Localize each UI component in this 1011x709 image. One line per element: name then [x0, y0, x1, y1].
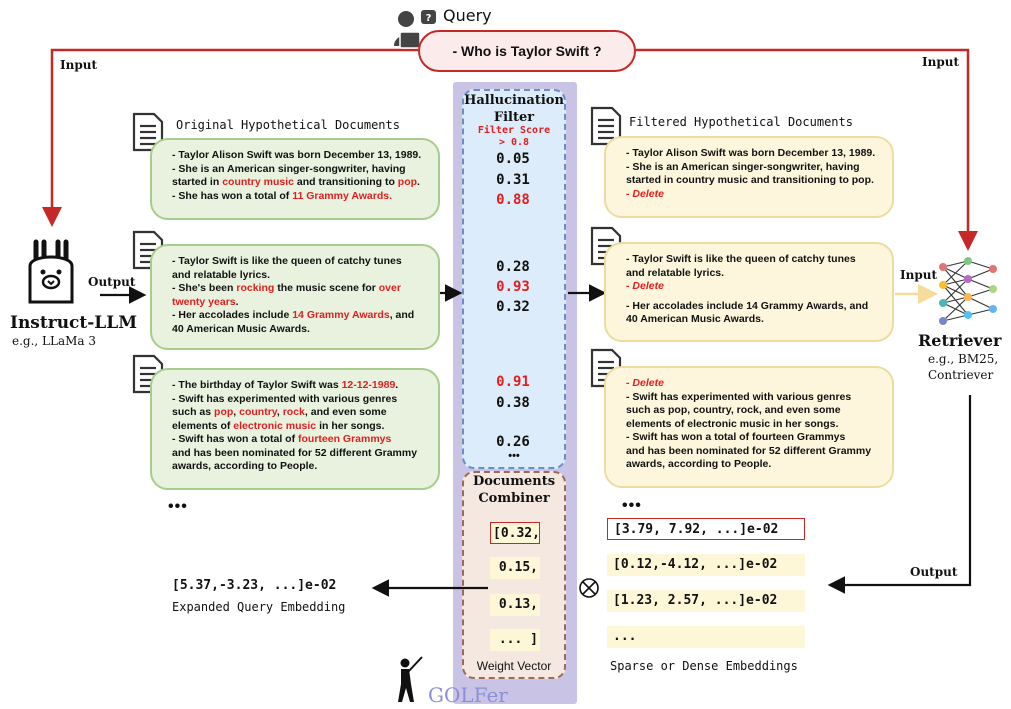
weight-value-4: ... ] — [490, 629, 540, 651]
combiner-title-line1: Documents — [472, 474, 556, 489]
filtered-doc-3: - Delete - Swift has experimented with v… — [604, 366, 894, 488]
filter-more: ••• — [508, 450, 520, 462]
filtered-doc-1: - Taylor Alison Swift was born December … — [604, 136, 894, 218]
llm-output-label: Output — [88, 275, 136, 289]
svg-text:?: ? — [426, 13, 432, 24]
brand-name: GOLFer — [428, 683, 508, 707]
filter-score-doc3-3: 0.26 — [496, 434, 530, 450]
combiner-title-line2: Combiner — [478, 491, 550, 506]
embedding-4: ... — [607, 626, 805, 648]
original-doc-2: - Taylor Swift is like the queen of catc… — [150, 244, 440, 350]
filter-score-doc2-1: 0.28 — [496, 259, 530, 275]
filter-score-doc1-3: 0.88 — [496, 192, 530, 208]
original-docs-more: ••• — [168, 498, 188, 515]
llm-name: Instruct-LLM — [10, 313, 138, 333]
retriever-name: Retriever — [918, 331, 1002, 350]
filtered-docs-title: Filtered Hypothetical Documents — [629, 115, 853, 129]
retriever-example-2: Contriever — [928, 368, 994, 382]
expanded-query-caption: Expanded Query Embedding — [172, 600, 346, 614]
filter-score-threshold: > 0.8 — [498, 137, 530, 148]
golfer-icon — [398, 656, 423, 702]
embeddings-caption: Sparse or Dense Embeddings — [610, 659, 798, 673]
filtered-doc-2: - Taylor Swift is like the queen of catc… — [604, 242, 894, 342]
filter-score-doc2-2: 0.93 — [496, 279, 530, 295]
weight-value-2: 0.15, — [490, 557, 540, 579]
retriever-output-arrow — [827, 395, 972, 594]
weight-value-3: 0.13, — [490, 594, 540, 616]
filtered-docs-more: ••• — [622, 497, 642, 514]
embedding-1: [3.79, 7.92, ...]e-02 — [607, 518, 805, 540]
weight-value-1: [0.32, — [490, 522, 540, 544]
filter-score-doc1-2: 0.31 — [496, 172, 530, 188]
embedding-2: [0.12,-4.12, ...]e-02 — [607, 554, 805, 576]
original-doc-1: - Taylor Alison Swift was born December … — [150, 138, 440, 220]
filter-title-line1: Hallucination — [464, 93, 564, 108]
otimes-icon — [579, 578, 599, 598]
filter-title-line2: Filter — [493, 110, 535, 125]
retriever-output-label: Output — [910, 565, 958, 579]
user-question-icon: ? — [394, 10, 436, 49]
original-doc-3: - The birthday of Taylor Swift was 12-12… — [150, 368, 440, 490]
weight-vector-label: Weight Vector — [476, 659, 552, 673]
query-text: - Who is Taylor Swift ? — [452, 43, 602, 59]
input-label-right: Input — [922, 55, 959, 69]
filter-score-doc1-1: 0.05 — [496, 151, 530, 167]
query-label: Query — [443, 6, 492, 25]
expanded-query-vector: [5.37,-3.23, ...]e-02 — [172, 578, 337, 593]
input-label-left: Input — [60, 58, 97, 72]
retriever-input-label: Input — [900, 268, 937, 282]
llm-example: e.g., LLaMa 3 — [12, 334, 97, 348]
document-icon — [590, 106, 622, 146]
original-docs-title: Original Hypothetical Documents — [176, 118, 400, 132]
filter-score-label: Filter Score — [477, 125, 551, 136]
hallucination-filter-panel — [462, 89, 566, 469]
query-to-llm-arrow — [42, 48, 418, 227]
embedding-3: [1.23, 2.57, ...]e-02 — [607, 590, 805, 612]
query-to-retriever-arrow — [636, 48, 978, 251]
retriever-example-1: e.g., BM25, — [928, 352, 999, 366]
filter-score-doc2-3: 0.32 — [496, 299, 530, 315]
neural-network-icon — [939, 257, 997, 325]
query-box: - Who is Taylor Swift ? — [418, 30, 636, 72]
filter-score-doc3-2: 0.38 — [496, 395, 530, 411]
filter-score-doc3-1: 0.91 — [496, 374, 530, 390]
llama-icon — [28, 239, 74, 304]
